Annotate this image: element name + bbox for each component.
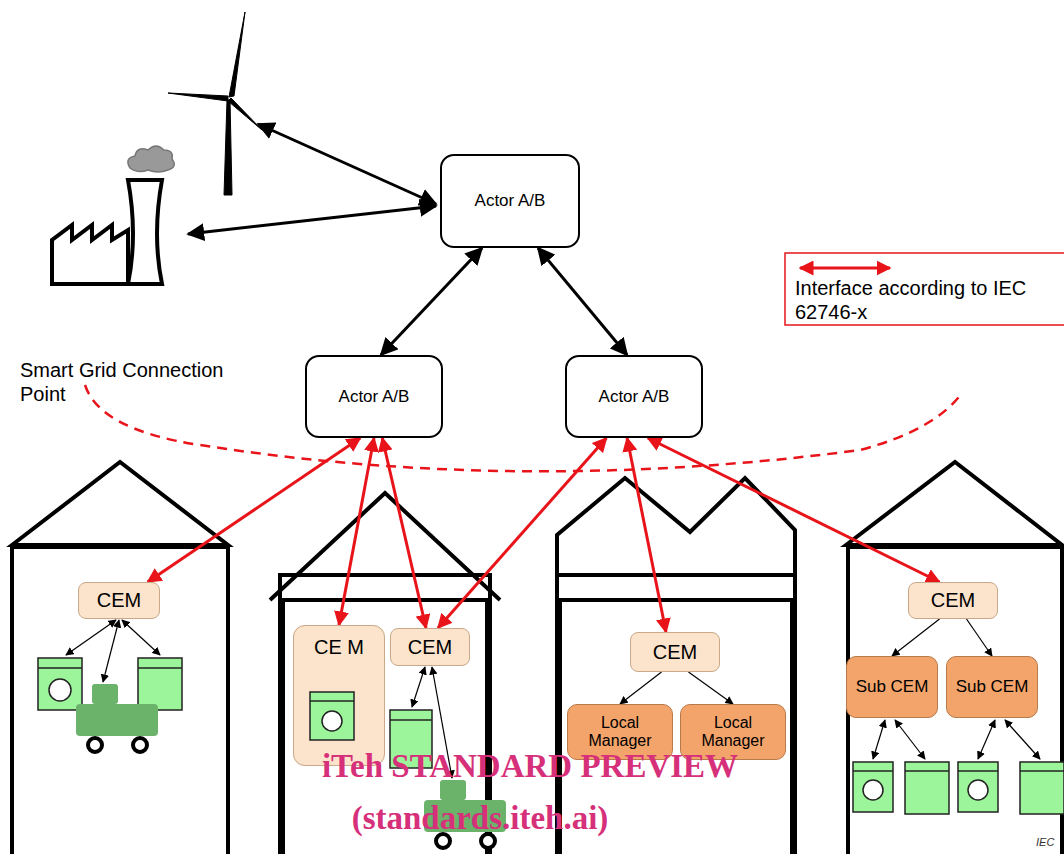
grid-boundary bbox=[85, 385, 962, 471]
watermark: iTeh STANDARD PREVIEW bbox=[150, 748, 910, 785]
interface-arrow bbox=[148, 438, 361, 582]
interface-arrow bbox=[648, 438, 940, 582]
cem-fill bbox=[293, 625, 385, 766]
cem-box: CEM bbox=[630, 632, 720, 672]
node-text: CEM bbox=[97, 589, 141, 612]
connector bbox=[892, 619, 940, 656]
node-text: Actor A/B bbox=[475, 191, 546, 211]
node-text: CE M bbox=[314, 636, 364, 659]
cem-box: CEM bbox=[78, 582, 160, 619]
watermark: (standards.iteh.ai) bbox=[250, 800, 710, 837]
smoke-cloud bbox=[128, 146, 174, 172]
connector bbox=[620, 672, 662, 704]
interface-arrow bbox=[627, 438, 666, 632]
sub-cem-box: Sub CEM bbox=[846, 656, 938, 718]
appliance bbox=[38, 658, 1064, 814]
power-plant bbox=[52, 180, 162, 284]
connector bbox=[967, 619, 993, 656]
legend-sample bbox=[800, 267, 890, 270]
node-text: CEM bbox=[408, 636, 452, 659]
supply-arrow bbox=[258, 124, 436, 204]
supply-arrow bbox=[188, 206, 436, 234]
node-text: CEM bbox=[931, 589, 975, 612]
connector bbox=[689, 672, 734, 704]
cem-box: CE M bbox=[293, 625, 385, 766]
legend-frame bbox=[785, 253, 1064, 325]
node-text: Sub CEM bbox=[956, 677, 1029, 697]
interface-arrow bbox=[438, 438, 606, 628]
legend-text: Interface according to IEC 62746-x bbox=[795, 276, 1057, 324]
node-text: CEM bbox=[653, 641, 697, 664]
figure-code: IEC bbox=[1036, 836, 1054, 848]
house-outline bbox=[12, 462, 1062, 854]
node-text: Local Manager bbox=[572, 714, 668, 751]
interface-arrow bbox=[382, 438, 426, 628]
node-text: Actor A/B bbox=[339, 387, 410, 407]
node-text: Local Manager bbox=[685, 714, 781, 751]
actor-box: Actor A/B bbox=[565, 355, 703, 438]
sub-cem-box: Sub CEM bbox=[946, 656, 1038, 718]
cem-box: CEM bbox=[908, 582, 998, 619]
actor-box: Actor A/B bbox=[440, 154, 580, 248]
connector bbox=[381, 248, 482, 355]
interface-arrow bbox=[339, 438, 374, 625]
node-text: Actor A/B bbox=[599, 387, 670, 407]
connector bbox=[538, 248, 627, 355]
wind-turbine bbox=[168, 12, 262, 195]
actor-box: Actor A/B bbox=[305, 355, 443, 438]
node-text: Sub CEM bbox=[856, 677, 929, 697]
region-label: Smart Grid Connection Point bbox=[20, 358, 235, 406]
cem-box: CEM bbox=[390, 628, 470, 666]
